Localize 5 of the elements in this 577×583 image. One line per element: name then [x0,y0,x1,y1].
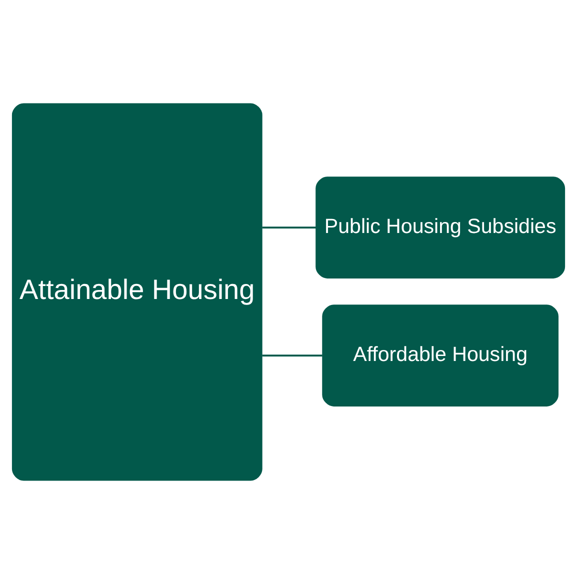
node-box: Affordable Housing [322,304,559,406]
connector [262,354,322,356]
node-box: Attainable Housing [12,102,262,480]
node-box: Public Housing Subsidies [316,176,566,278]
connector [262,226,316,228]
